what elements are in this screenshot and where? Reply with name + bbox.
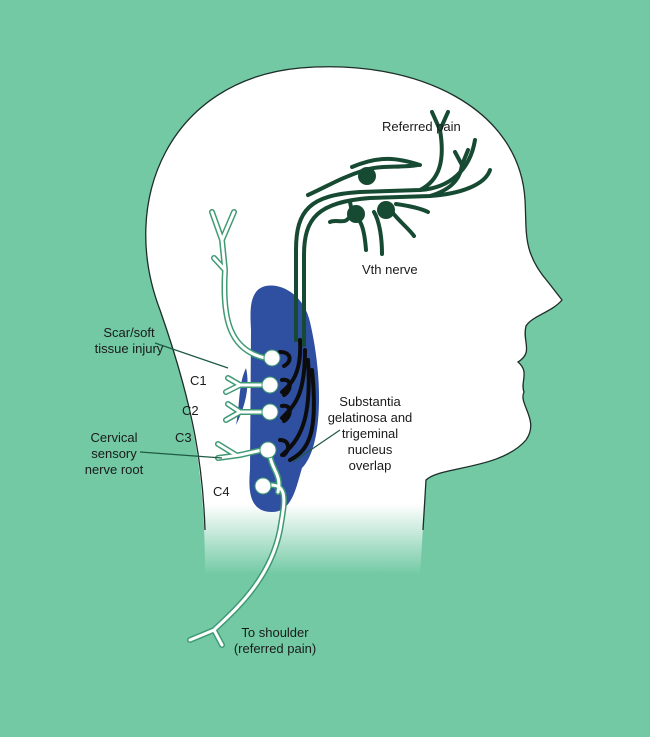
cervical-nerves	[187, 209, 287, 648]
label-scar-soft-tissue: Scar/soft tissue injury	[74, 325, 184, 357]
label-c2: C2	[182, 403, 199, 418]
cervical-line-3: nerve root	[84, 462, 144, 477]
shoulder-line-1: To shoulder	[241, 625, 309, 640]
sg-line-3: trigeminal	[341, 426, 399, 441]
synaptic-terminals	[278, 338, 316, 462]
sg-line-2: gelatinosa and	[327, 410, 413, 425]
label-c3: C3	[175, 430, 192, 445]
cervical-line-1: Cervical	[90, 430, 138, 445]
scar-line-1: Scar/soft	[103, 325, 155, 340]
trigeminal-cell-bodies	[347, 167, 395, 223]
sg-line-1: Substantia	[339, 394, 401, 409]
shoulder-line-2: (referred pain)	[233, 641, 317, 656]
label-cervical-root: Cervical sensory nerve root	[64, 430, 164, 478]
head-outline	[145, 66, 563, 531]
leader-lines	[139, 342, 341, 463]
scar-line-2: tissue injury	[94, 341, 164, 356]
label-c1: C1	[190, 373, 207, 388]
cervical-line-2: sensory	[91, 446, 137, 461]
dorsal-horn-cells	[254, 349, 281, 495]
sg-line-4: nucleus	[347, 442, 393, 457]
sg-line-5: overlap	[348, 458, 392, 473]
head-silhouette	[145, 66, 563, 575]
label-to-shoulder: To shoulder (referred pain)	[215, 625, 335, 657]
label-referred-pain: Referred pain	[382, 119, 461, 134]
label-c4: C4	[213, 484, 230, 499]
label-vth-nerve: Vth nerve	[362, 262, 418, 277]
label-substantia-gelatinosa: Substantia gelatinosa and trigeminal nuc…	[300, 394, 440, 474]
